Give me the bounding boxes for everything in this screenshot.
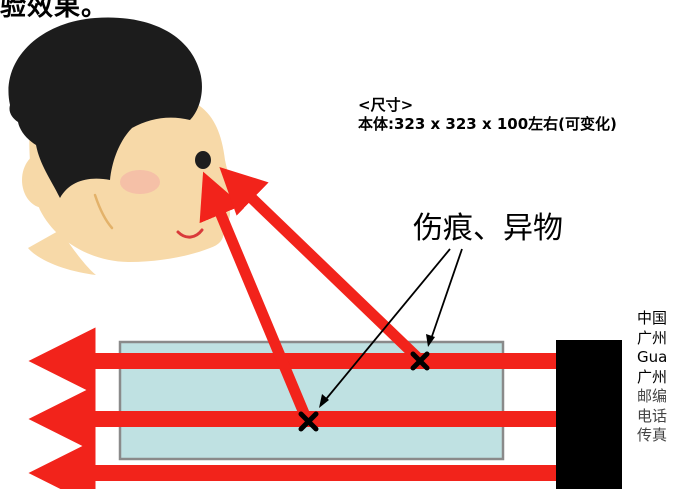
face-illustration bbox=[8, 17, 238, 275]
contact-line: 邮编 bbox=[637, 387, 668, 405]
pointer-arrow-right bbox=[426, 248, 463, 347]
reflected-beam-right bbox=[219, 166, 424, 364]
size-heading: <尺寸> bbox=[358, 96, 414, 114]
contact-line: Gua bbox=[637, 348, 668, 366]
size-note: <尺寸> 本体:323 x 323 x 100左右(可变化) bbox=[358, 96, 617, 134]
pointer-arrow-left bbox=[319, 248, 451, 408]
contact-text: 中国 广州 Gua 广州 邮编 电话 传真 bbox=[637, 309, 667, 446]
defect-mark-left bbox=[298, 411, 319, 432]
defect-label: 伤痕、异物 bbox=[413, 211, 563, 246]
contact-line: 中国 bbox=[637, 309, 668, 327]
size-body: 本体:323 x 323 x 100左右(可变化) bbox=[358, 115, 617, 133]
light-source bbox=[556, 340, 622, 489]
contact-line: 电话 bbox=[637, 406, 668, 425]
defect-mark-right bbox=[410, 351, 430, 371]
top-title: 验效果。 bbox=[0, 0, 109, 22]
contact-line: 广州 bbox=[637, 328, 668, 347]
reflected-beam-left bbox=[199, 171, 312, 421]
contact-line: 传真 bbox=[637, 426, 668, 444]
contact-line: 广州 bbox=[637, 367, 668, 386]
